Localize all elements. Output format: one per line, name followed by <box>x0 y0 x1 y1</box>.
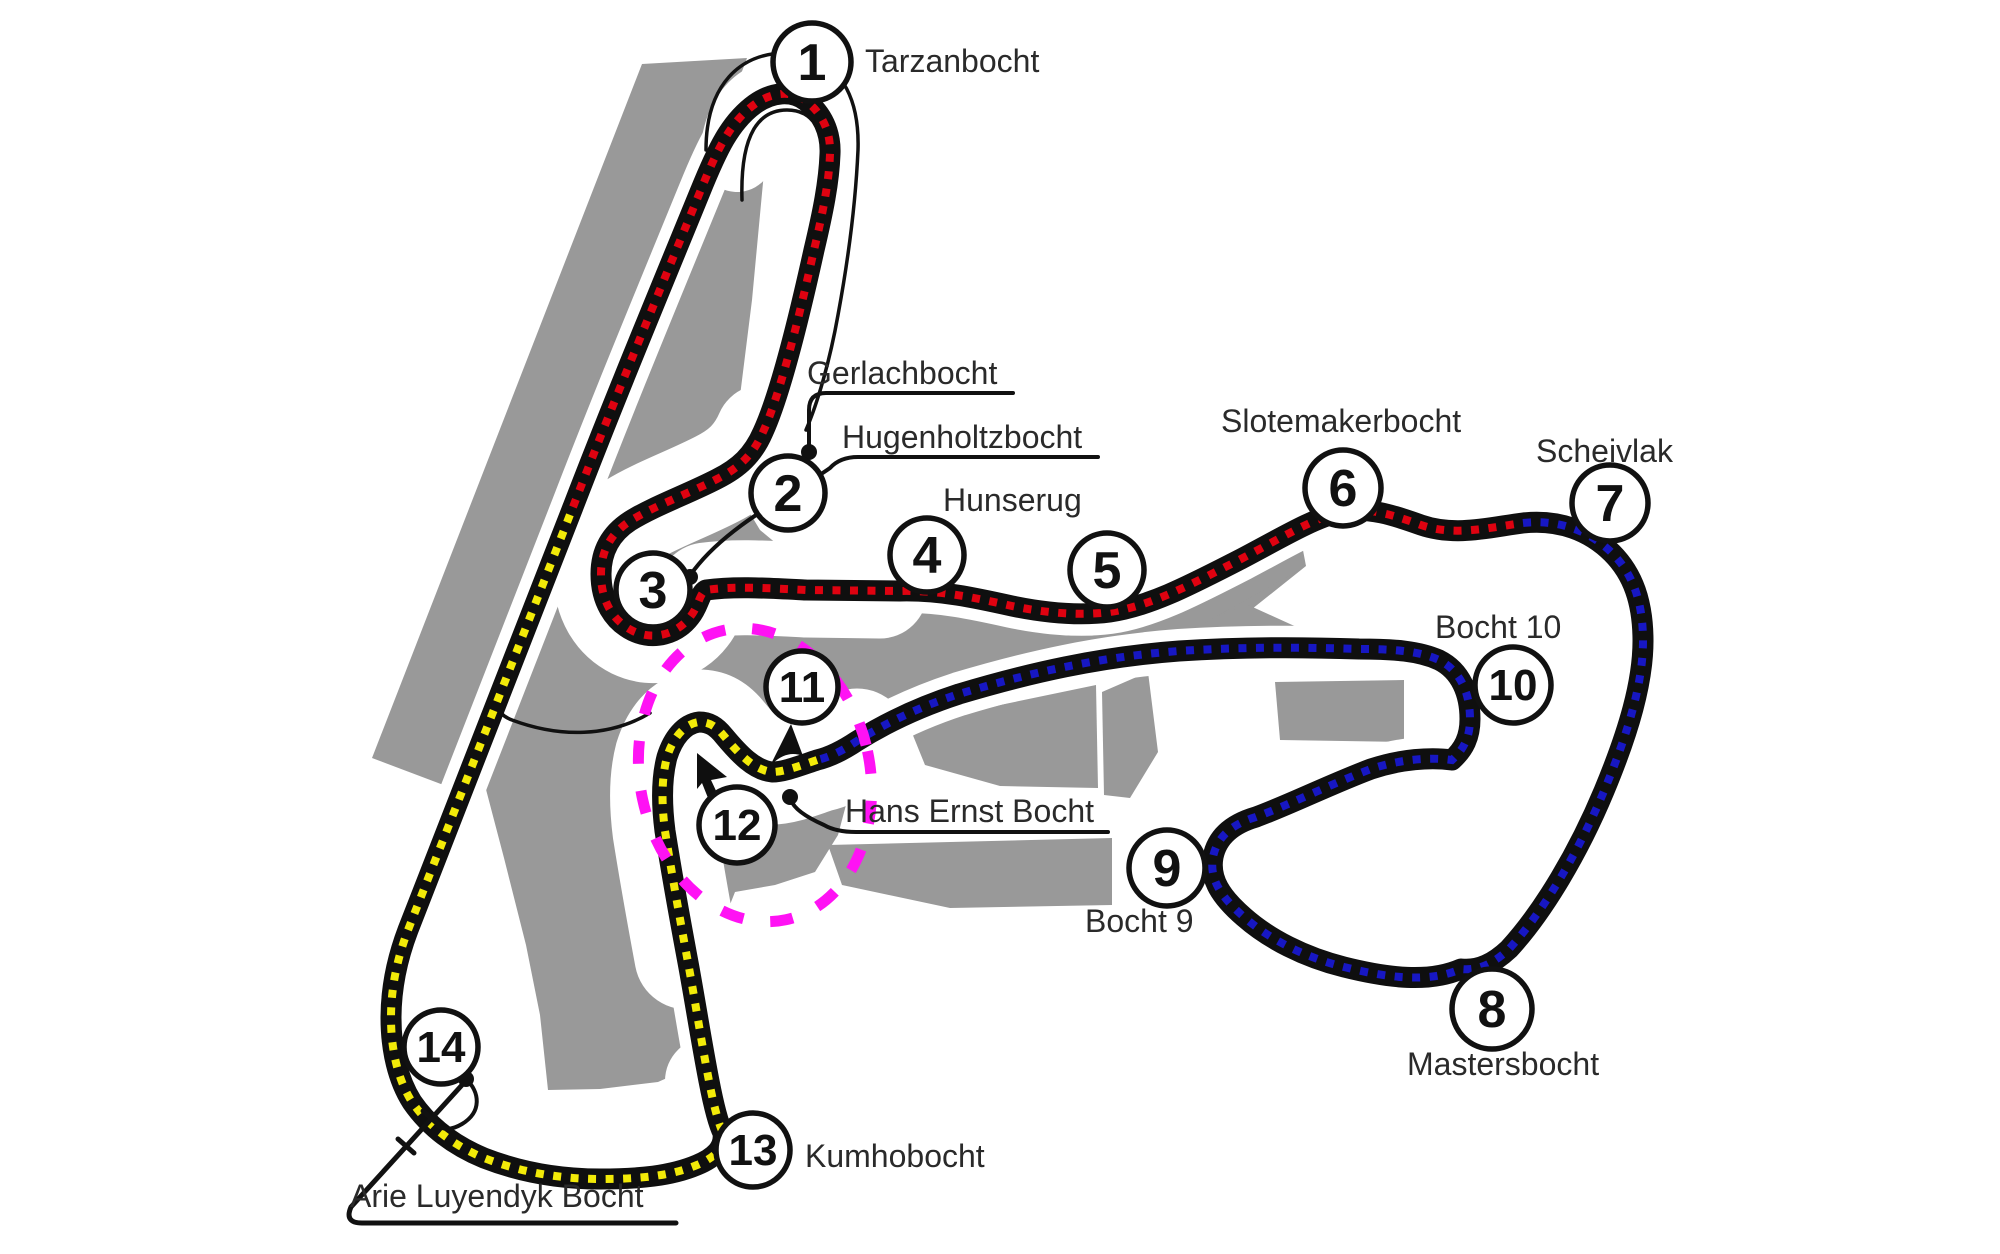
grandstand-strip <box>372 58 747 795</box>
label-gerlachbocht: Gerlachbocht <box>807 355 997 391</box>
direction-arrow-icon <box>697 753 727 798</box>
corner-badge-5: 5 <box>1067 530 1147 610</box>
label-hansernst: Hans Ernst Bocht <box>845 793 1094 829</box>
corner-badge-4: 4 <box>887 515 967 595</box>
infield-block-turn10 <box>1275 680 1404 742</box>
corner-badge-9: 9 <box>1126 827 1208 909</box>
chicane-highlight-ellipse <box>632 622 878 928</box>
gerlachbocht-dot <box>801 444 817 460</box>
sector2-blue-line <box>816 518 1648 982</box>
label-bocht10: Bocht 10 <box>1435 609 1561 645</box>
infield-wedge-below-hansernst <box>828 838 1112 908</box>
infield-sliver-west <box>1102 672 1158 798</box>
corner-badge-14: 14 <box>401 1007 481 1087</box>
corner-labels: Tarzanbocht Gerlachbocht Hugenholtzbocht… <box>350 43 1674 1214</box>
leader-tick <box>395 1136 417 1156</box>
svg-text:11: 11 <box>779 663 826 712</box>
corner-badge-10: 10 <box>1472 644 1554 726</box>
label-hunserug: Hunserug <box>943 482 1082 518</box>
corner-badge-6: 6 <box>1302 447 1384 529</box>
label-bocht9: Bocht 9 <box>1085 903 1194 939</box>
label-slotemakerbocht: Slotemakerbocht <box>1221 403 1461 439</box>
hairpin-outer-edge <box>704 51 860 432</box>
corner-badge-7: 7 <box>1569 462 1651 544</box>
corner-badge-2: 2 <box>748 453 828 533</box>
svg-text:6: 6 <box>1329 460 1358 518</box>
label-scheivlak: Scheivlak <box>1536 433 1674 469</box>
corner-badge-12: 12 <box>696 784 778 866</box>
svg-text:1: 1 <box>798 34 827 92</box>
arieluyendyk-hook <box>436 1077 479 1131</box>
svg-text:12: 12 <box>713 801 762 850</box>
corner-badge-13: 13 <box>713 1110 793 1190</box>
infield-wedge-above-hansernst <box>910 685 1098 788</box>
svg-text:2: 2 <box>774 465 803 523</box>
hansernst-leader <box>789 798 1110 834</box>
svg-text:13: 13 <box>729 1126 778 1175</box>
corner-badge-8: 8 <box>1449 966 1535 1052</box>
hansernst-dot <box>782 789 798 805</box>
svg-text:3: 3 <box>639 562 668 620</box>
corner-badge-11: 11 <box>763 648 841 726</box>
label-kumhobocht: Kumhobocht <box>805 1138 985 1174</box>
corner-badge-1: 1 <box>770 20 854 104</box>
svg-text:5: 5 <box>1093 542 1122 600</box>
svg-text:14: 14 <box>417 1023 466 1072</box>
corner-badges: 1 2 3 4 5 6 7 8 <box>401 20 1651 1190</box>
leader-tick <box>420 1108 442 1128</box>
label-hugenholtzbocht: Hugenholtzbocht <box>842 419 1082 455</box>
label-tarzanbocht: Tarzanbocht <box>865 43 1039 79</box>
label-mastersbocht: Mastersbocht <box>1407 1046 1599 1082</box>
svg-text:7: 7 <box>1596 475 1625 533</box>
direction-arrows <box>697 724 803 798</box>
label-arieluyendyk: Arie Luyendyk Bocht <box>350 1178 644 1214</box>
svg-text:10: 10 <box>1489 661 1538 710</box>
corner-badge-3: 3 <box>613 550 693 630</box>
sector3-yellow-line <box>386 505 819 1184</box>
gerlachbocht-leader <box>807 391 1015 449</box>
svg-text:8: 8 <box>1478 981 1507 1039</box>
direction-arrow-icon <box>770 724 803 766</box>
svg-text:9: 9 <box>1153 840 1182 898</box>
arieluyendyk-leader <box>346 1082 679 1226</box>
svg-text:4: 4 <box>913 527 942 585</box>
